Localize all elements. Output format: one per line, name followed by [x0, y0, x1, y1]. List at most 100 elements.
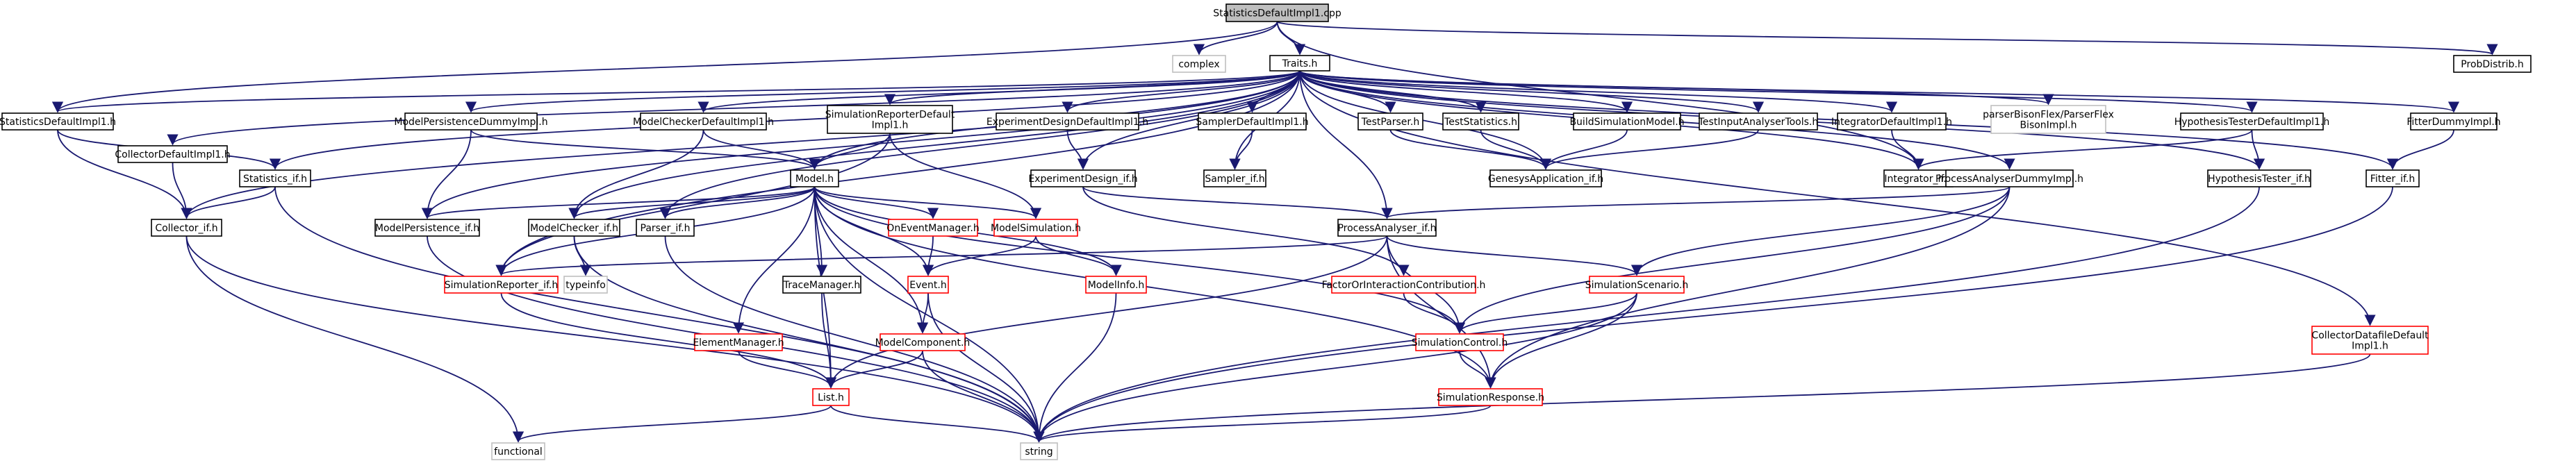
- node-genesys[interactable]: GenesysApplication_if.h: [1488, 169, 1603, 187]
- node-teststats[interactable]: TestStatistics.h: [1442, 112, 1519, 131]
- node-simrepif[interactable]: SimulationReporter_if.h: [444, 276, 559, 294]
- edge-mpdummy-to-model: [470, 129, 820, 170]
- edge-traits-to-buildsim: [1299, 70, 1633, 113]
- node-box: [2311, 326, 2429, 355]
- edge-testparser-to-genesys: [1389, 129, 1551, 170]
- edge-mcdef-to-model: [702, 129, 820, 170]
- node-label: Traits.h: [1282, 58, 1318, 69]
- node-samplerdef[interactable]: SamplerDefaultImpl1.h: [1196, 112, 1309, 131]
- node-label: TestParser.h: [1361, 117, 1419, 128]
- node-label: ProcessAnalyserDummyImpl.h: [1935, 174, 2083, 185]
- node-event[interactable]: Event.h: [907, 276, 949, 294]
- node-modelsim[interactable]: ModelSimulation.h: [991, 219, 1081, 237]
- node-padummy[interactable]: ProcessAnalyserDummyImpl.h: [1935, 169, 2083, 187]
- node-label: CollectorDefaultImpl1.h: [115, 149, 230, 160]
- node-mcif[interactable]: ModelChecker_if.h: [528, 219, 620, 237]
- node-expdef[interactable]: ExperimentDesignDefaultImpl1.h: [986, 112, 1148, 131]
- node-label: SimulationReporterDefault: [825, 110, 955, 121]
- edge-hypoif-to-string: [1033, 186, 2260, 443]
- edge-traits-to-fitterdummy: [1299, 70, 2459, 113]
- node-label: StatisticsDefaultImpl1.cpp: [1213, 8, 1341, 19]
- edge-simrepdef-to-simrepif: [495, 133, 891, 276]
- node-collectorif[interactable]: Collector_if.h: [151, 219, 222, 237]
- edge-root-to-statdef: [52, 21, 1278, 113]
- node-integif[interactable]: Integrator_if.h: [1883, 169, 1954, 187]
- node-label: typeinfo: [565, 280, 606, 291]
- node-box: [1438, 388, 1543, 406]
- edge-statif-to-collectorif: [181, 186, 276, 219]
- edge-modelcomp-to-list: [825, 350, 923, 389]
- node-root[interactable]: StatisticsDefaultImpl1.cpp: [1213, 3, 1341, 22]
- edge-event-to-string: [927, 292, 1045, 443]
- node-tracemgr[interactable]: TraceManager.h: [782, 276, 861, 294]
- node-fitterdummy[interactable]: FitterDummyImpl.h: [2406, 112, 2501, 131]
- node-hypoif[interactable]: HypothesisTester_if.h: [2207, 169, 2311, 187]
- node-box: [1990, 105, 2106, 134]
- node-mpdummy[interactable]: ModelPersistenceDummyImpl.h: [394, 112, 548, 131]
- edge-traits-to-samplerdef: [1246, 70, 1301, 113]
- edge-model-to-string: [814, 186, 1045, 443]
- node-box: [2180, 112, 2324, 131]
- edge-model-to-simctrl: [814, 186, 1465, 334]
- node-mpif[interactable]: ModelPersistence_if.h: [374, 219, 480, 237]
- node-label: Sampler_if.h: [1205, 174, 1264, 185]
- node-label: TestInputAnalyserTools.h: [1698, 117, 1819, 128]
- node-modelcomp[interactable]: ModelComponent.h: [875, 333, 971, 351]
- node-elemmgr[interactable]: ElementManager.h: [693, 333, 784, 351]
- node-simctrl[interactable]: SimulationControl.h: [1412, 333, 1508, 351]
- node-box: [528, 219, 620, 237]
- node-label: Integrator_if.h: [1884, 174, 1952, 185]
- node-buildsim[interactable]: BuildSimulationModel.h: [1569, 112, 1685, 131]
- edge-fitterdummy-to-fitterif: [2386, 129, 2454, 170]
- node-box: [1945, 169, 2074, 187]
- edge-list-to-string: [830, 405, 1045, 443]
- node-box: [1331, 276, 1476, 294]
- node-mcdef[interactable]: ModelCheckerDefaultImpl1.h: [633, 112, 774, 131]
- node-box: [1269, 55, 1330, 72]
- edge-paif-to-list: [825, 235, 1388, 389]
- node-factor[interactable]: FactorOrInteractionContribution.h: [1322, 276, 1486, 294]
- node-onevent[interactable]: OnEventManager.h: [886, 219, 980, 237]
- edge-expif-to-factor: [1082, 186, 1410, 276]
- node-list[interactable]: List.h: [812, 388, 850, 406]
- node-box: [888, 219, 978, 237]
- node-integdef[interactable]: IntegratorDefaultImpl1.h: [1831, 112, 1952, 131]
- edge-simrepdef-to-model: [809, 133, 891, 170]
- node-traits[interactable]: Traits.h: [1269, 55, 1330, 72]
- node-box: [782, 276, 861, 294]
- node-testparser[interactable]: TestParser.h: [1357, 112, 1423, 131]
- node-label: GenesysApplication_if.h: [1488, 174, 1603, 185]
- node-box: [907, 276, 949, 294]
- node-fitterif[interactable]: Fitter_if.h: [2366, 169, 2420, 187]
- node-testinput[interactable]: TestInputAnalyserTools.h: [1698, 112, 1819, 131]
- node-modelinfo[interactable]: ModelInfo.h: [1085, 276, 1147, 294]
- node-statdef[interactable]: StatisticsDefaultImpl1.h: [0, 112, 116, 131]
- node-paif[interactable]: ProcessAnalyser_if.h: [1337, 219, 1437, 237]
- node-statif[interactable]: Statistics_if.h: [239, 169, 311, 187]
- node-label: SimulationResponse.h: [1437, 392, 1544, 403]
- node-probdistrib[interactable]: ProbDistrib.h: [2453, 55, 2532, 73]
- node-label: Collector_if.h: [155, 223, 217, 234]
- node-samplerif[interactable]: Sampler_if.h: [1203, 169, 1266, 187]
- node-simresp[interactable]: SimulationResponse.h: [1437, 388, 1544, 406]
- node-box: [1415, 333, 1504, 351]
- node-expif[interactable]: ExperimentDesign_if.h: [1028, 169, 1138, 187]
- node-hypodef[interactable]: HypothesisTesterDefaultImpl1.h: [2174, 112, 2330, 131]
- node-box: [1, 112, 114, 131]
- node-simscen[interactable]: SimulationScenario.h: [1585, 276, 1689, 294]
- node-label: SimulationControl.h: [1412, 337, 1508, 349]
- node-collectordef[interactable]: CollectorDefaultImpl1.h: [115, 145, 231, 163]
- node-box: [1489, 169, 1602, 187]
- node-label: List.h: [818, 392, 844, 403]
- node-label: ProcessAnalyser_if.h: [1337, 223, 1436, 234]
- node-model[interactable]: Model.h: [790, 169, 839, 187]
- node-box: [1883, 169, 1954, 187]
- edge-tracemgr-to-list: [821, 292, 837, 389]
- node-box: [1203, 169, 1266, 187]
- edge-model-to-parserif: [659, 186, 816, 219]
- node-box: [151, 219, 222, 237]
- node-label: BisonImpl.h: [2020, 120, 2077, 131]
- node-parserif[interactable]: Parser_if.h: [636, 219, 695, 237]
